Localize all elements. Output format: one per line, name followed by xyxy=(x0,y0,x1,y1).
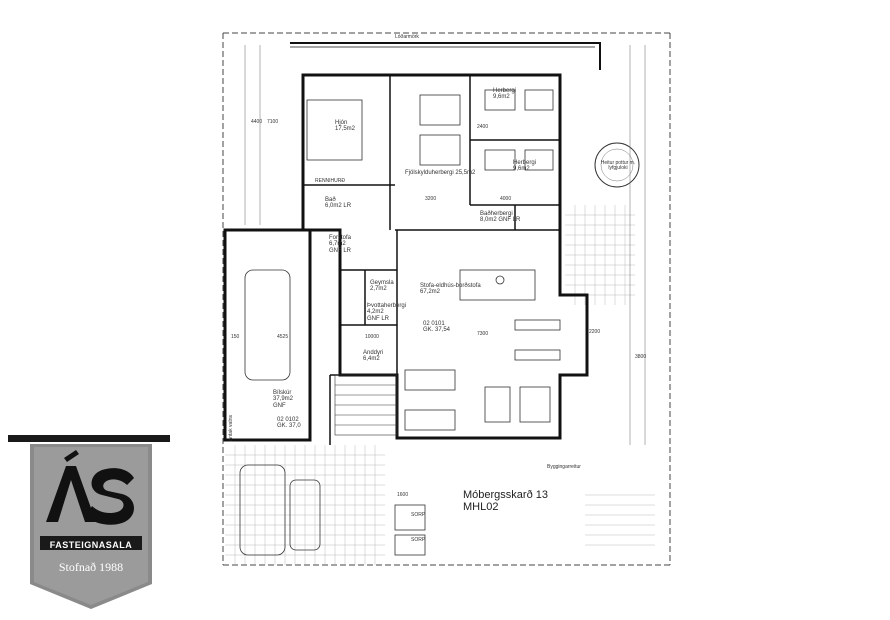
logo-tagline: FASTEIGNASALA xyxy=(49,540,133,550)
dimension-8: 2200 xyxy=(589,329,601,335)
floor-plan-drawing xyxy=(222,32,671,566)
dimension-10: 10000 xyxy=(365,334,379,340)
dimension-1: 7100 xyxy=(267,119,279,125)
dimension-5: 2400 xyxy=(477,124,489,130)
logo-badge-shape xyxy=(30,444,152,609)
room-label-family: Fjölskylduherbergi 25,5m2 xyxy=(405,170,476,176)
dimension-11: 4525 xyxy=(277,334,289,340)
boundary-label: Lóðarmörk xyxy=(395,34,419,40)
dimension-12: 150 xyxy=(231,334,240,340)
dimension-4: 4000 xyxy=(500,196,512,202)
hot-tub-label: Heitur pottur m. lyfgjuloki xyxy=(600,160,636,172)
storage-side-label: Inntak vatns xyxy=(228,415,234,442)
building-line-label: Byggingarreitur xyxy=(547,464,581,470)
sorp-label-1: SORP xyxy=(411,512,426,518)
logo-established: Stofnað 1988 xyxy=(58,560,124,574)
dimension-3: 3200 xyxy=(425,196,437,202)
dimension-7: 3800 xyxy=(635,354,647,360)
door-label: RENNIHURÐ xyxy=(315,178,345,184)
logo-divider xyxy=(8,435,170,442)
dimension-6: 1600 xyxy=(397,492,409,498)
agency-logo: FASTEIGNASALA Stofnað 1988 xyxy=(30,444,152,609)
dimension-2: 4400 xyxy=(251,119,263,125)
sorp-label-2: SORP xyxy=(411,537,426,543)
dimension-9: 7300 xyxy=(477,331,489,337)
